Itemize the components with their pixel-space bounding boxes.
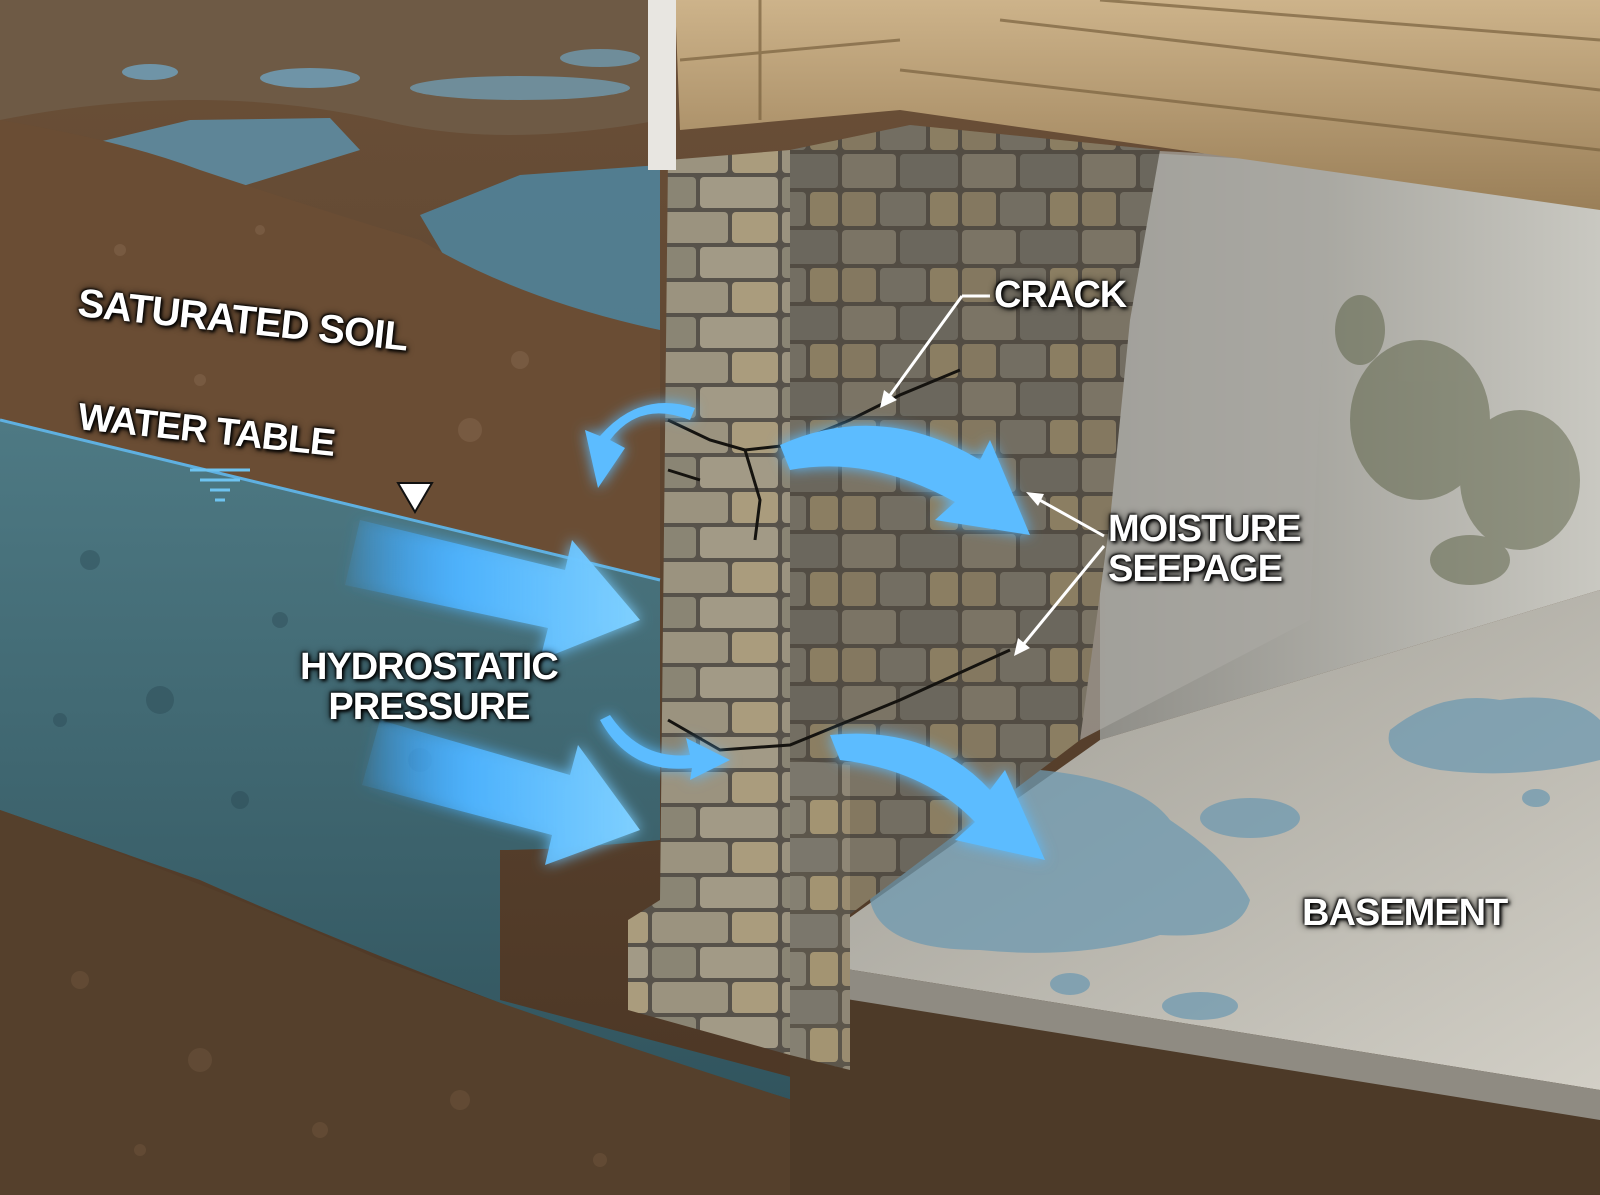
basement-label: BASEMENT [1302,892,1508,934]
wood-floor-joists [675,0,1600,210]
wall-cracks [667,368,1011,752]
pressure-arrow-lower [362,720,640,865]
saturated-soil-region [0,120,660,580]
seepage-arrow-crack [780,425,1030,535]
hydrostatic-pressure-arrows [345,520,640,865]
ground-surface [0,0,660,135]
seepage-arrow-reverse [585,402,695,488]
crack-label: CRACK [994,274,1127,316]
pressure-arrow-upper [345,520,640,660]
lower-soil [0,810,840,1195]
floor-slab-edge [790,960,1600,1120]
floor-puddle-back [1388,697,1600,774]
siding-trim [648,0,676,170]
stone-wall-front [628,150,790,1055]
hydrostatic-label-line2: PRESSURE [328,685,530,728]
basement-side-wall [1080,150,1330,740]
hydrostatic-pressure-label: HYDROSTATIC PRESSURE [300,646,559,728]
water-table-line [0,418,661,582]
callout-leaders [880,294,1106,656]
triangle-down-icon [396,482,434,514]
hydrostatic-label-line1: HYDROSTATIC [300,646,559,688]
moisture-label-line1: MOISTURE [1108,508,1302,550]
mold-patches [1335,295,1580,585]
moisture-seepage-label: MOISTURE SEEPAGE [1108,508,1302,590]
moisture-label-line2: SEEPAGE [1108,547,1283,590]
seepage-arrows [585,402,1045,860]
seepage-arrow-base [600,715,730,780]
seepage-arrow-floor [830,733,1045,860]
water-level-icon [190,468,250,502]
stone-footing [790,760,850,1070]
